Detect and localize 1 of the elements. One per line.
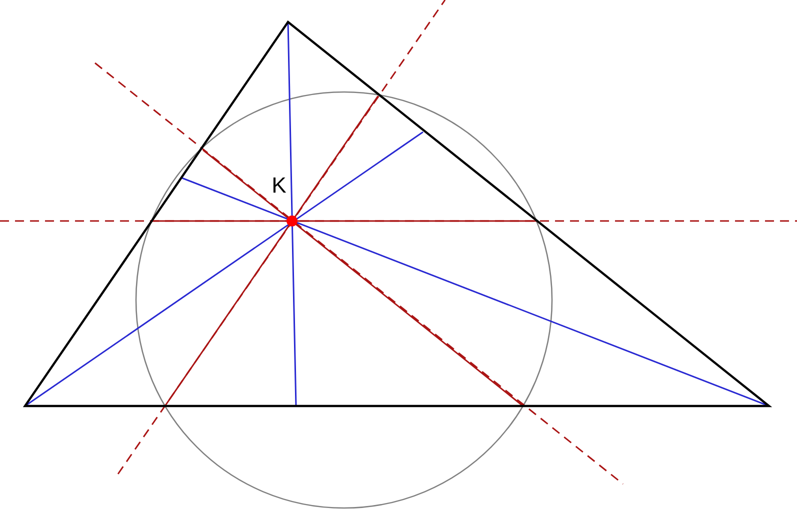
point-label: K bbox=[273, 177, 286, 193]
